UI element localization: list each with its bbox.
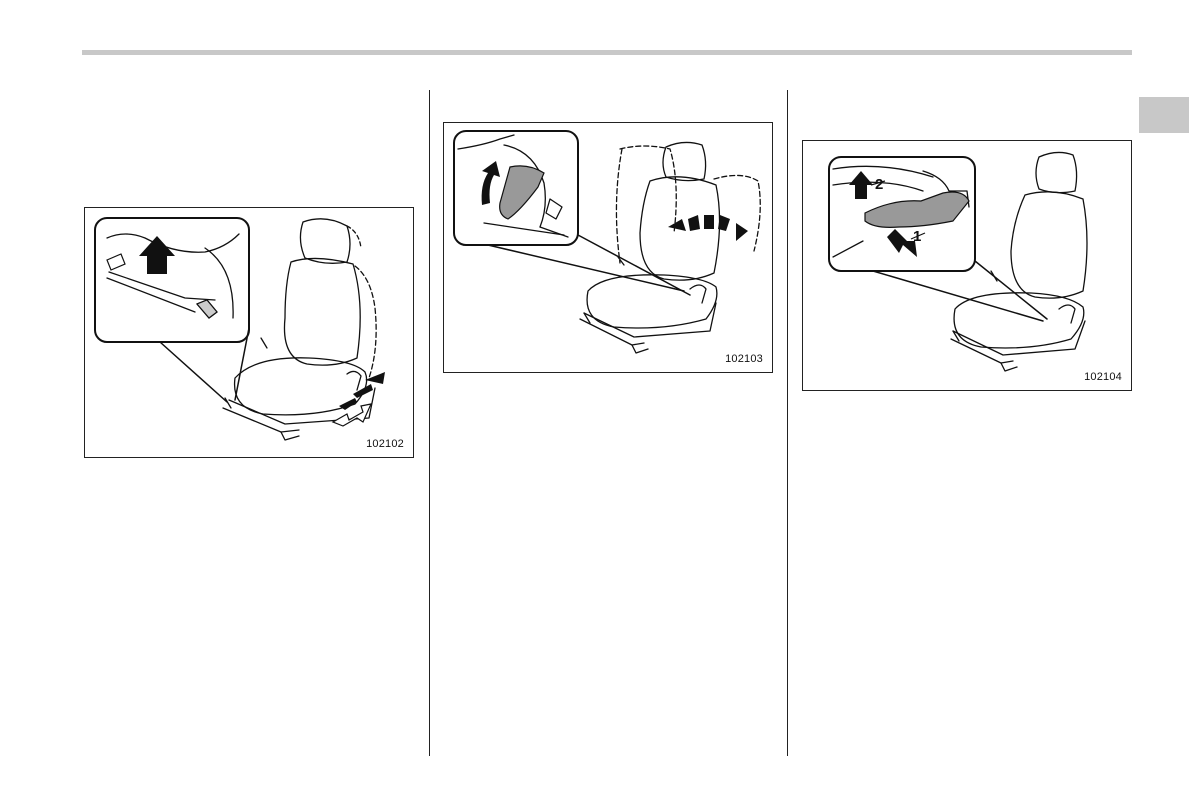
- seatback-recline-illustration: [444, 123, 774, 374]
- figure-code: 102104: [1084, 371, 1122, 383]
- column-divider-2: [787, 90, 788, 756]
- figure-code: 102103: [725, 353, 763, 365]
- figure-seat-height: 2 1 102104: [802, 140, 1132, 391]
- seat-slide-illustration: [85, 208, 415, 459]
- column-divider-1: [429, 90, 430, 756]
- callout-2: 2: [875, 176, 883, 193]
- figure-seatback-recline: 102103: [443, 122, 773, 373]
- figure-code: 102102: [366, 438, 404, 450]
- section-tab: [1139, 97, 1189, 133]
- header-rule: [82, 50, 1132, 55]
- seat-height-illustration: 2 1: [803, 141, 1133, 392]
- figure-seat-slide: 102102: [84, 207, 414, 458]
